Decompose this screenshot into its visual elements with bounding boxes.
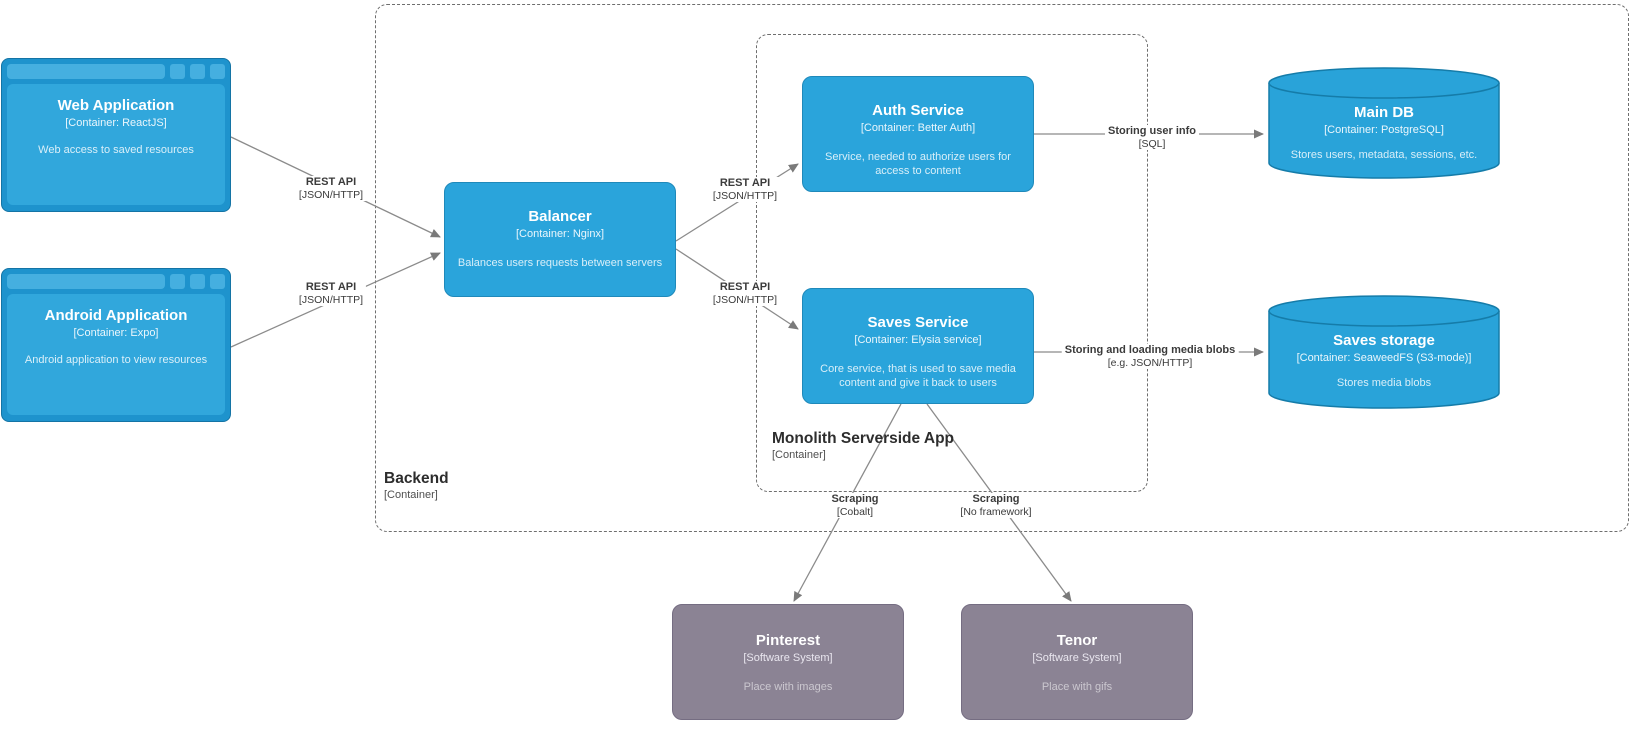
node-subtitle: [Software System] [1032,652,1122,664]
browser-content: Web Application [Container: ReactJS] Web… [7,84,225,205]
browser-button-icon [170,64,185,79]
monolith-title: Monolith Serverside App [772,430,955,447]
node-web-application: Web Application [Container: ReactJS] Web… [1,58,231,212]
browser-button-icon [210,64,225,79]
node-subtitle: [Container: PostgreSQL] [1324,124,1444,136]
browser-content: Android Application [Container: Expo] An… [7,294,225,415]
browser-button-icon [210,274,225,289]
edge-label-saves-storage: Storing and loading media blobs [e.g. JS… [1061,344,1239,370]
edge-label-text: Storing and loading media blobs [1064,344,1236,356]
node-description: Android application to view resources [24,353,208,366]
edge-tech-text: [e.g. JSON/HTTP] [1107,356,1193,369]
monolith-boundary [756,34,1148,492]
node-description: Stores media blobs [1336,376,1432,389]
node-android-application: Android Application [Container: Expo] An… [1,268,231,422]
browser-chrome [7,64,225,79]
node-subtitle: [Container: Expo] [73,327,159,339]
edge-label-text: Storing user info [1108,125,1196,137]
node-subtitle: [Container: Elysia service] [854,334,982,346]
database-cylinder-icon [1268,67,1500,179]
node-description: Balances users requests between servers [457,256,663,269]
node-title: Balancer [528,208,592,225]
node-subtitle: [Container: ReactJS] [65,117,167,129]
backend-subtitle: [Container] [384,488,438,501]
edge-label-saves-pinterest: Scraping [Cobalt] [828,493,882,519]
edge-tech-text: [JSON/HTTP] [712,189,778,202]
backend-boundary [375,4,1629,532]
node-subtitle: [Software System] [743,652,833,664]
node-auth-service: Auth Service [Container: Better Auth] Se… [802,76,1034,192]
node-saves-storage: Saves storage [Container: SeaweedFS (S3-… [1268,294,1500,410]
backend-title: Backend [384,470,449,487]
browser-button-icon [190,64,205,79]
browser-button-icon [190,274,205,289]
edge-tech-text: [No framework] [960,505,1032,518]
edge-label-text: REST API [305,281,357,293]
node-title: Pinterest [755,632,821,649]
edge-label-auth-maindb: Storing user info [SQL] [1105,125,1199,151]
edge-label-saves-tenor: Scraping [No framework] [957,493,1035,519]
node-description: Stores users, metadata, sessions, etc. [1290,148,1478,161]
node-description: Core service, that is used to save media… [820,362,1016,390]
node-title: Web Application [57,97,175,114]
node-description: Place with gifs [1041,680,1113,693]
edge-tech-text: [JSON/HTTP] [298,188,364,201]
node-subtitle: [Container: Nginx] [515,228,605,240]
monolith-boundary-label: Monolith Serverside App [Container] [772,430,954,462]
edge-label-webapp-balancer: REST API [JSON/HTTP] [295,176,367,202]
node-description: Web access to saved resources [38,143,194,156]
edge-label-android-balancer: REST API [JSON/HTTP] [295,281,367,307]
node-balancer: Balancer [Container: Nginx] Balances use… [444,182,676,297]
node-main-db: Main DB [Container: PostgreSQL] Stores u… [1268,66,1500,180]
edge-label-text: REST API [719,177,771,189]
cylinder-content: Main DB [Container: PostgreSQL] Stores u… [1268,66,1500,162]
node-title: Android Application [44,307,188,324]
monolith-subtitle: [Container] [772,448,826,461]
node-title: Tenor [1056,632,1098,649]
database-cylinder-icon [1268,295,1500,409]
browser-address-bar-icon [7,64,165,79]
node-pinterest: Pinterest [Software System] Place with i… [672,604,904,720]
node-description: Place with images [743,680,833,693]
cylinder-content: Saves storage [Container: SeaweedFS (S3-… [1268,294,1500,390]
browser-button-icon [170,274,185,289]
node-subtitle: [Container: SeaweedFS (S3-mode)] [1296,352,1472,364]
edge-tech-text: [Cobalt] [836,505,874,518]
edge-tech-text: [JSON/HTTP] [298,293,364,306]
edge-balancer-auth [675,163,799,242]
edge-label-text: Scraping [831,493,879,505]
node-title: Saves storage [1333,332,1435,349]
node-saves-service: Saves Service [Container: Elysia service… [802,288,1034,404]
edge-label-text: REST API [719,281,771,293]
backend-boundary-label: Backend [Container] [384,470,449,502]
node-description: Service, needed to authorize users for a… [825,150,1011,178]
node-title: Auth Service [872,102,964,119]
node-title: Saves Service [867,314,969,331]
node-tenor: Tenor [Software System] Place with gifs [961,604,1193,720]
node-title: Main DB [1354,104,1414,121]
edge-label-balancer-auth: REST API [JSON/HTTP] [709,177,781,203]
edge-tech-text: [SQL] [1138,137,1166,150]
edge-label-text: Scraping [972,493,1020,505]
edge-tech-text: [JSON/HTTP] [712,293,778,306]
browser-address-bar-icon [7,274,165,289]
browser-chrome [7,274,225,289]
edge-label-text: REST API [305,176,357,188]
edge-label-balancer-saves: REST API [JSON/HTTP] [709,281,781,307]
node-subtitle: [Container: Better Auth] [860,122,976,134]
